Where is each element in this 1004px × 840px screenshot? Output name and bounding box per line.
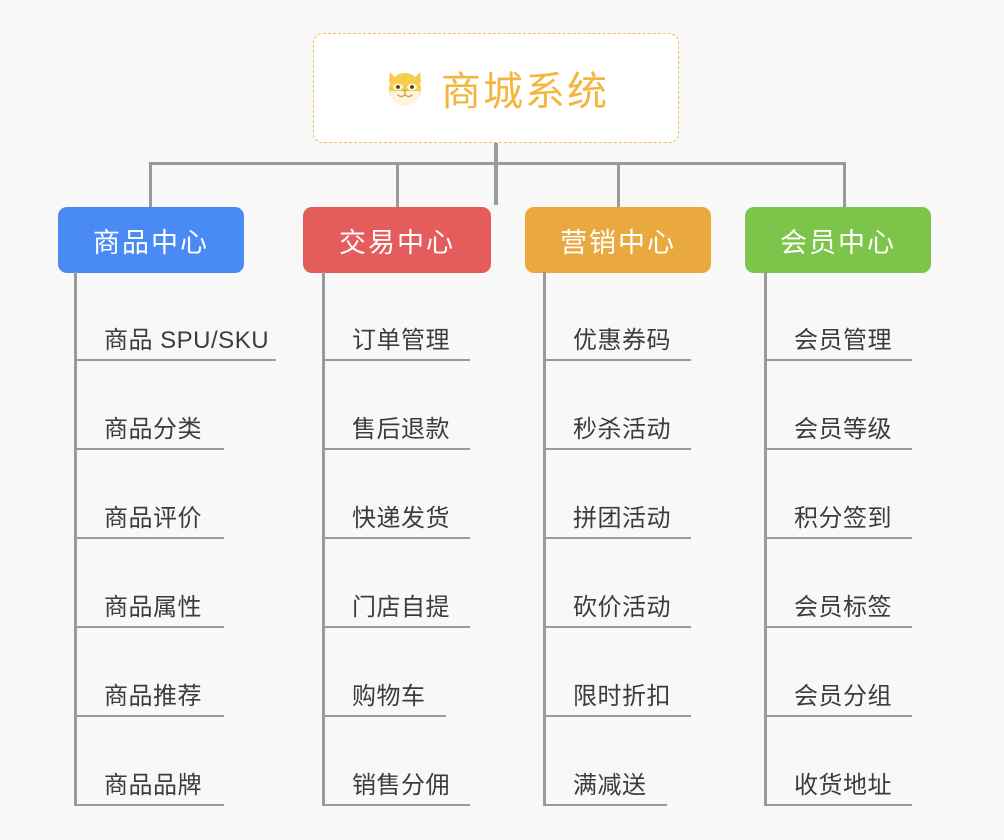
leaf-label: 商品分类 (104, 416, 202, 443)
leaf-label: 砍价活动 (573, 594, 671, 621)
leaf-label: 优惠券码 (573, 327, 671, 354)
leaf-trunk-line (74, 272, 77, 806)
leaf-underline (764, 715, 912, 717)
leaf-label: 商品属性 (104, 594, 202, 621)
leaf-item[interactable]: 商品属性 (74, 539, 224, 628)
shiba-dog-icon (383, 66, 427, 110)
leaf-item[interactable]: 销售分佣 (322, 717, 470, 806)
branch-header-会员中心[interactable]: 会员中心 (745, 207, 931, 273)
leaf-label: 门店自提 (352, 594, 450, 621)
leaf-item[interactable]: 会员管理 (764, 272, 912, 361)
leaf-underline (764, 359, 912, 361)
leaf-underline (543, 448, 691, 450)
leaf-item[interactable]: 满减送 (543, 717, 667, 806)
leaf-item[interactable]: 快递发货 (322, 450, 470, 539)
leaf-underline (74, 804, 224, 806)
leaf-underline (543, 359, 691, 361)
leaf-trunk-line (322, 272, 325, 806)
leaf-trunk-line (543, 272, 546, 806)
leaf-underline (74, 448, 224, 450)
leaf-underline (74, 537, 224, 539)
leaf-item[interactable]: 砍价活动 (543, 539, 691, 628)
branch-drop-line-2 (396, 162, 399, 208)
branch-drop-line-1 (149, 162, 152, 208)
leaf-item[interactable]: 限时折扣 (543, 628, 691, 717)
leaf-label: 会员管理 (794, 327, 892, 354)
branch-drop-line-3 (617, 162, 620, 208)
leaf-label: 会员分组 (794, 683, 892, 710)
leaf-underline (322, 626, 470, 628)
leaf-item[interactable]: 拼团活动 (543, 450, 691, 539)
leaf-underline (764, 804, 912, 806)
leaf-label: 销售分佣 (352, 772, 450, 799)
branch-header-label: 商品中心 (93, 227, 209, 258)
leaf-label: 拼团活动 (573, 505, 671, 532)
leaf-item[interactable]: 订单管理 (322, 272, 470, 361)
branch-header-label: 会员中心 (780, 227, 896, 258)
branch-header-商品中心[interactable]: 商品中心 (58, 207, 244, 273)
leaf-label: 积分签到 (794, 505, 892, 532)
leaf-label: 售后退款 (352, 416, 450, 443)
leaf-label: 秒杀活动 (573, 416, 671, 443)
leaf-underline (543, 715, 691, 717)
root-title: 商城系统 (441, 70, 609, 114)
leaf-item[interactable]: 商品评价 (74, 450, 224, 539)
leaf-item[interactable]: 商品分类 (74, 361, 224, 450)
leaf-underline (322, 804, 470, 806)
leaf-item[interactable]: 秒杀活动 (543, 361, 691, 450)
branch-header-营销中心[interactable]: 营销中心 (525, 207, 711, 273)
leaf-label: 商品品牌 (104, 772, 202, 799)
root-node[interactable]: 商城系统 (313, 33, 679, 143)
leaf-underline (543, 626, 691, 628)
leaf-item[interactable]: 收货地址 (764, 717, 912, 806)
leaf-label: 会员等级 (794, 416, 892, 443)
leaf-item[interactable]: 会员标签 (764, 539, 912, 628)
leaf-item[interactable]: 商品推荐 (74, 628, 224, 717)
leaf-underline (543, 804, 667, 806)
leaf-label: 会员标签 (794, 594, 892, 621)
leaf-underline (322, 537, 470, 539)
leaf-item[interactable]: 会员分组 (764, 628, 912, 717)
leaf-label: 商品 SPU/SKU (104, 327, 270, 354)
leaf-item[interactable]: 售后退款 (322, 361, 470, 450)
branch-header-label: 营销中心 (560, 227, 676, 258)
leaf-label: 商品评价 (104, 505, 202, 532)
leaf-underline (764, 448, 912, 450)
leaf-item[interactable]: 商品 SPU/SKU (74, 272, 279, 361)
leaf-item[interactable]: 购物车 (322, 628, 446, 717)
leaf-underline (74, 359, 276, 361)
leaf-underline (74, 715, 224, 717)
leaf-label: 满减送 (573, 772, 647, 799)
leaf-underline (543, 537, 691, 539)
leaf-underline (764, 626, 912, 628)
leaf-label: 收货地址 (794, 772, 892, 799)
leaf-label: 快递发货 (352, 505, 450, 532)
leaf-underline (322, 359, 470, 361)
branch-header-label: 交易中心 (339, 227, 455, 258)
leaf-underline (74, 626, 224, 628)
leaf-underline (322, 715, 446, 717)
leaf-item[interactable]: 优惠券码 (543, 272, 691, 361)
leaf-item[interactable]: 会员等级 (764, 361, 912, 450)
leaf-label: 限时折扣 (573, 683, 671, 710)
leaf-underline (764, 537, 912, 539)
leaf-label: 订单管理 (352, 327, 450, 354)
branch-bus-line (149, 162, 846, 165)
root-stem-line (494, 143, 498, 205)
leaf-item[interactable]: 商品品牌 (74, 717, 224, 806)
leaf-underline (322, 448, 470, 450)
leaf-label: 商品推荐 (104, 683, 202, 710)
branch-drop-line-4 (843, 162, 846, 208)
branch-header-交易中心[interactable]: 交易中心 (303, 207, 491, 273)
leaf-item[interactable]: 门店自提 (322, 539, 470, 628)
leaf-label: 购物车 (352, 683, 426, 710)
leaf-item[interactable]: 积分签到 (764, 450, 912, 539)
leaf-trunk-line (764, 272, 767, 806)
